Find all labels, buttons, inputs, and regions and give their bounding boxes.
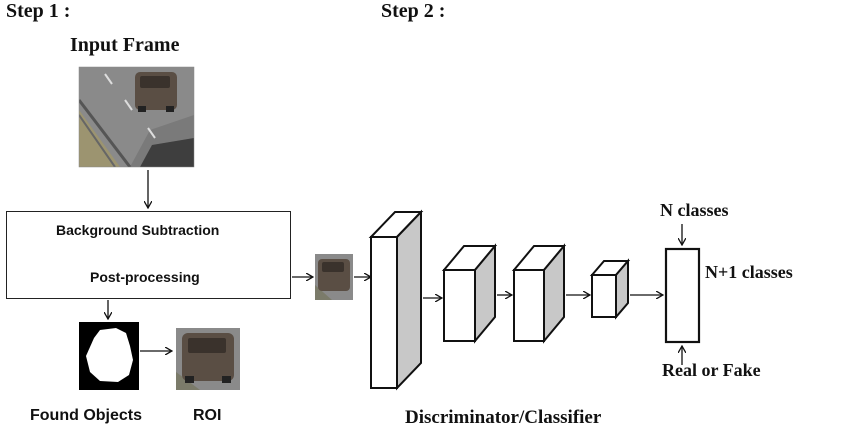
post-processing-label: Post-processing [90,269,200,285]
background-subtraction-label: Background Subtraction [56,222,220,238]
n-plus-1-classes-label: N+1 classes [705,262,793,282]
conv-layer-4 [589,258,631,320]
conv-layer-2 [441,243,498,344]
step1-label: Step 1 : [6,0,71,22]
input-frame-label: Input Frame [70,34,180,56]
output-layer [664,247,701,344]
input-frame-border [78,66,195,168]
input-frame-image [79,67,194,167]
found-objects-label: Found Objects [30,407,142,424]
found-objects-mask [79,322,139,390]
discriminator-classifier-label: Discriminator/Classifier [405,407,602,428]
roi-label: ROI [193,407,222,424]
roi-image [176,328,240,390]
roi-thumbnail-image [315,254,353,300]
n-classes-label: N classes [660,200,729,220]
processing-box [6,211,291,299]
real-or-fake-label: Real or Fake [662,360,761,380]
conv-layer-3 [511,243,567,344]
step2-label: Step 2 : [381,0,446,22]
conv-layer-1 [368,209,424,391]
